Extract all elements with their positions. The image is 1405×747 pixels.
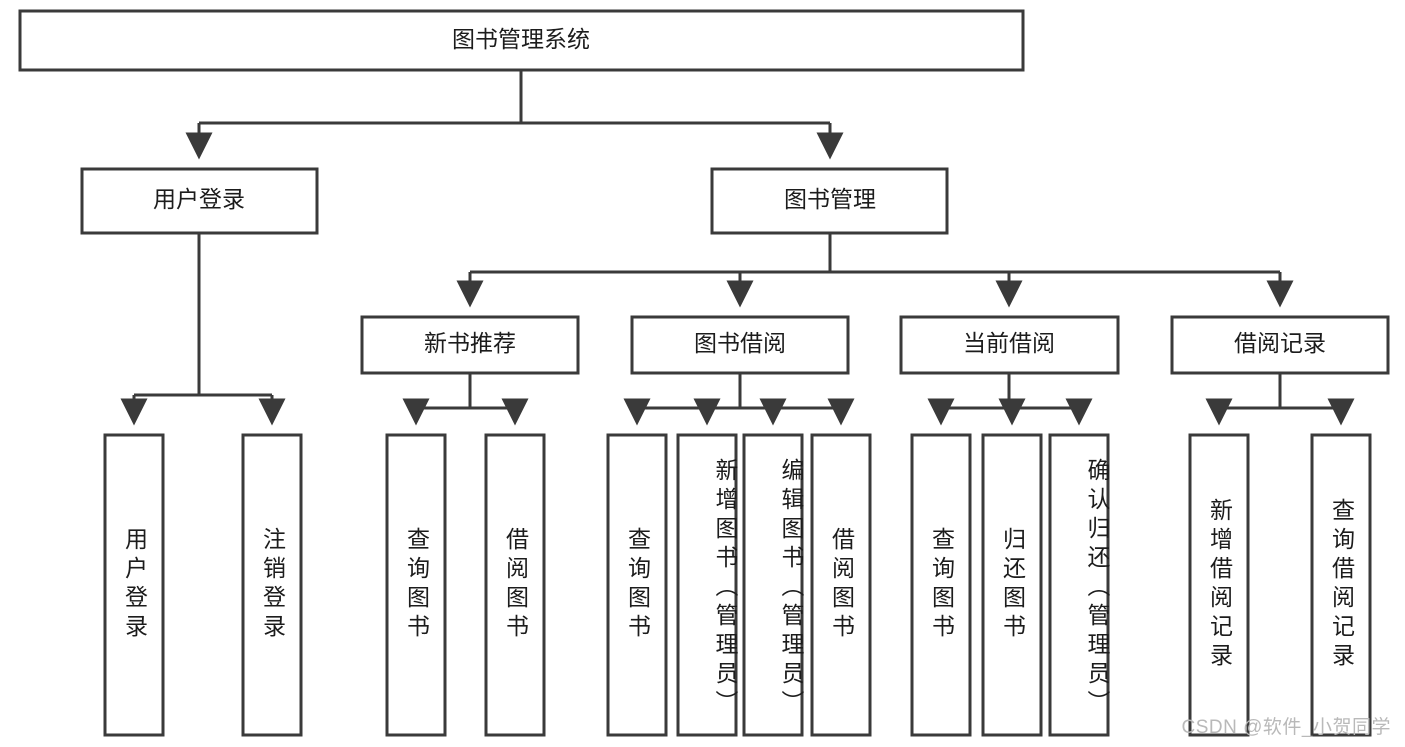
node-current-borrow-label: 当前借阅 — [963, 330, 1055, 356]
node-new-book-recommend[interactable]: 新书推荐 — [360, 315, 580, 375]
node-borrow-records-box[interactable] — [1170, 315, 1390, 375]
node-book-borrow-box[interactable] — [630, 315, 850, 375]
node-user-login[interactable]: 用户登录 — [80, 167, 319, 235]
connectors-group — [120, 70, 1355, 426]
leaf-box-query-borrow-record[interactable] — [1310, 433, 1372, 737]
node-book-borrow[interactable]: 图书借阅 — [630, 315, 850, 375]
leaf-box-logout[interactable] — [241, 433, 303, 737]
leaf-box-return-book[interactable] — [981, 433, 1043, 737]
csdn-watermark: CSDN @软件_小贺同学 — [1181, 717, 1391, 738]
leaf-box-confirm-return-admin[interactable] — [1048, 433, 1110, 737]
leaf-box-edit-book-admin[interactable] — [742, 433, 804, 737]
node-user-login-box[interactable] — [80, 167, 319, 235]
node-book-borrow-label: 图书借阅 — [694, 330, 786, 356]
node-current-borrow-box[interactable] — [899, 315, 1120, 375]
node-borrow-records[interactable]: 借阅记录 — [1170, 315, 1390, 375]
node-book-management-label: 图书管理 — [784, 186, 876, 212]
node-root-box[interactable] — [18, 9, 1025, 72]
node-book-management-box[interactable] — [710, 167, 949, 235]
leaf-box-borrow-books-new[interactable] — [484, 433, 546, 737]
leaf-boxes-group — [103, 433, 1372, 737]
node-new-book-recommend-box[interactable] — [360, 315, 580, 375]
leaf-box-query-books-borrow[interactable] — [606, 433, 668, 737]
node-current-borrow[interactable]: 当前借阅 — [899, 315, 1120, 375]
node-root[interactable]: 图书管理系统 — [18, 9, 1025, 72]
leaf-box-user-login[interactable] — [103, 433, 165, 737]
leaf-box-borrow-book[interactable] — [810, 433, 872, 737]
leaf-box-query-books-current[interactable] — [910, 433, 972, 737]
node-new-book-recommend-label: 新书推荐 — [424, 330, 516, 356]
node-borrow-records-label: 借阅记录 — [1234, 330, 1326, 356]
leaf-box-query-books-new[interactable] — [385, 433, 447, 737]
node-user-login-label: 用户登录 — [153, 186, 245, 212]
node-book-management[interactable]: 图书管理 — [710, 167, 949, 235]
leaf-box-add-book-admin[interactable] — [676, 433, 738, 737]
node-root-label: 图书管理系统 — [452, 26, 590, 52]
leaf-box-add-borrow-record[interactable] — [1188, 433, 1250, 737]
